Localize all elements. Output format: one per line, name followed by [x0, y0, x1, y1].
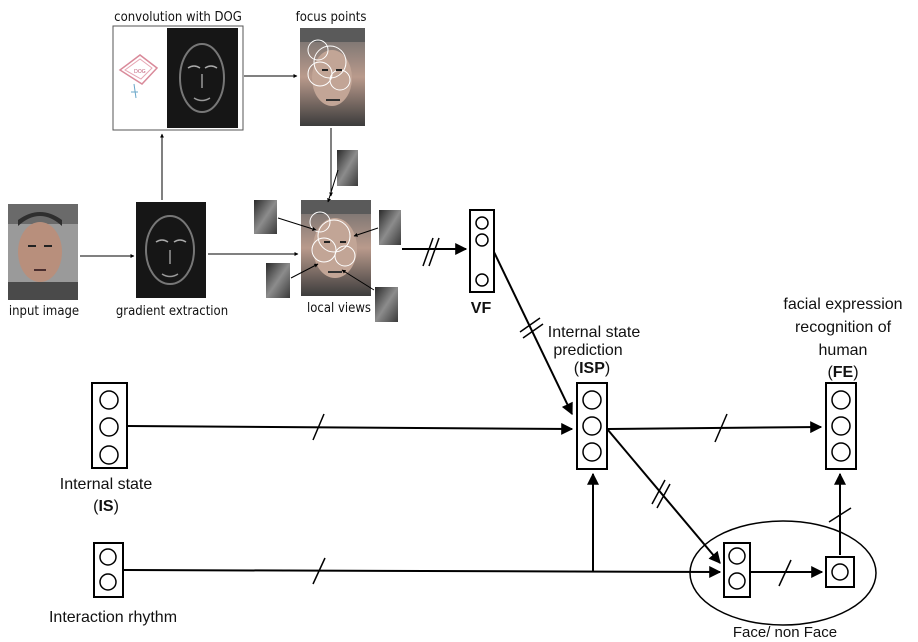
patch-right	[379, 210, 401, 245]
gradient-extraction-panel: gradient extraction	[116, 202, 228, 319]
vf-label: VF	[471, 300, 492, 317]
local-views-label: local views	[307, 301, 371, 316]
is-title: Internal state	[60, 476, 153, 493]
patch-bottom-right	[375, 287, 398, 322]
fe-title-line1: facial expression	[783, 296, 902, 313]
vf-node: VF	[470, 210, 494, 317]
patch-left-bottom	[266, 263, 290, 298]
isp-title-line2: prediction	[553, 342, 622, 359]
interaction-rhythm-label: Interaction rhythm	[49, 609, 177, 626]
interaction-rhythm-node: Interaction rhythm	[49, 543, 177, 626]
input-image-panel: input image	[8, 204, 79, 319]
edge-is-isp	[128, 426, 572, 429]
focus-points-label: focus points	[296, 10, 367, 25]
convolution-panel: DOG convolution with DOG	[113, 10, 243, 130]
patch-left-top	[254, 200, 277, 234]
fe-node: facial expression recognition of human (…	[783, 296, 902, 469]
local-views-panel: local views	[301, 200, 371, 316]
fe-title-line3: human	[819, 342, 868, 359]
isp-abbrev: (ISP)	[574, 360, 610, 377]
isp-node: Internal state prediction (ISP)	[548, 324, 641, 469]
convolution-label: convolution with DOG	[114, 10, 242, 25]
input-image-label: input image	[9, 304, 79, 319]
face-nonface-group: Face/ non Face	[690, 521, 876, 641]
connections	[124, 249, 840, 572]
dog-response-image	[167, 28, 238, 128]
edge-rhythm-face	[124, 570, 720, 572]
focus-points-panel: focus points	[296, 10, 367, 126]
face-output-node	[826, 557, 854, 587]
face-nonface-label: Face/ non Face	[733, 624, 837, 641]
edge-isp-fe	[608, 427, 821, 429]
fe-title-line2: recognition of	[795, 319, 892, 336]
is-abbrev: (IS)	[93, 498, 119, 515]
svg-text:DOG: DOG	[134, 69, 146, 75]
fe-abbrev: (FE)	[827, 364, 858, 381]
is-node: Internal state (IS)	[60, 383, 153, 515]
gradient-extraction-label: gradient extraction	[116, 304, 228, 319]
isp-title-line1: Internal state	[548, 324, 641, 341]
patch-top	[337, 150, 358, 186]
